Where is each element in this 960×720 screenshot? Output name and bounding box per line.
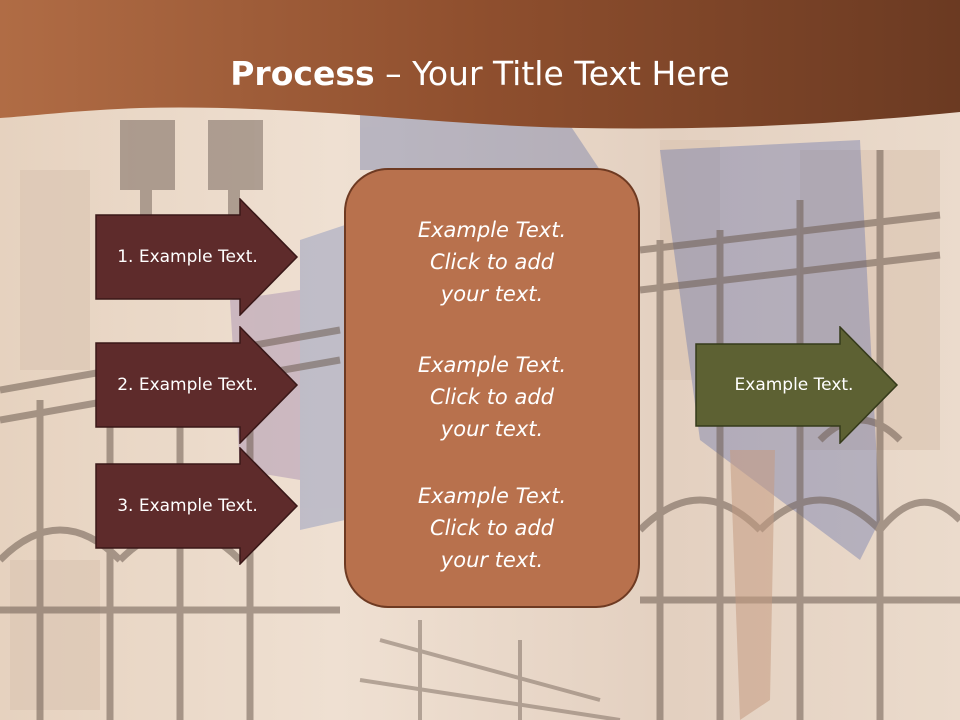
center-block-2-line3: your text. [440, 417, 544, 441]
center-block-3: Example Text. Click to add your text. [346, 480, 638, 576]
step-arrow-1: 1. Example Text. [95, 198, 300, 316]
center-block-3-line1: Example Text. [417, 484, 567, 508]
step-label-3: 3. Example Text. [117, 496, 258, 516]
center-block-1-line2: Click to add [429, 250, 554, 274]
center-block-1: Example Text. Click to add your text. [346, 214, 638, 310]
center-block-2: Example Text. Click to add your text. [346, 349, 638, 445]
title-bold: Process [230, 54, 375, 93]
step-label-2: 2. Example Text. [117, 375, 258, 395]
result-arrow: Example Text. [695, 326, 900, 444]
slide-title: Process – Your Title Text Here [0, 52, 960, 96]
title-rest: – Your Title Text Here [374, 54, 730, 93]
center-block-3-line2: Click to add [429, 516, 554, 540]
center-block-2-line1: Example Text. [417, 353, 567, 377]
header-band [0, 0, 960, 129]
step-label-1: 1. Example Text. [117, 247, 258, 267]
step-arrow-2: 2. Example Text. [95, 326, 300, 444]
result-label: Example Text. [734, 375, 854, 395]
center-block-1-line1: Example Text. [417, 218, 567, 242]
center-block-3-line3: your text. [440, 548, 544, 572]
center-box: Example Text. Click to add your text. Ex… [344, 168, 640, 608]
step-arrow-3: 3. Example Text. [95, 447, 300, 565]
center-block-2-line2: Click to add [429, 385, 554, 409]
center-block-1-line3: your text. [440, 282, 544, 306]
